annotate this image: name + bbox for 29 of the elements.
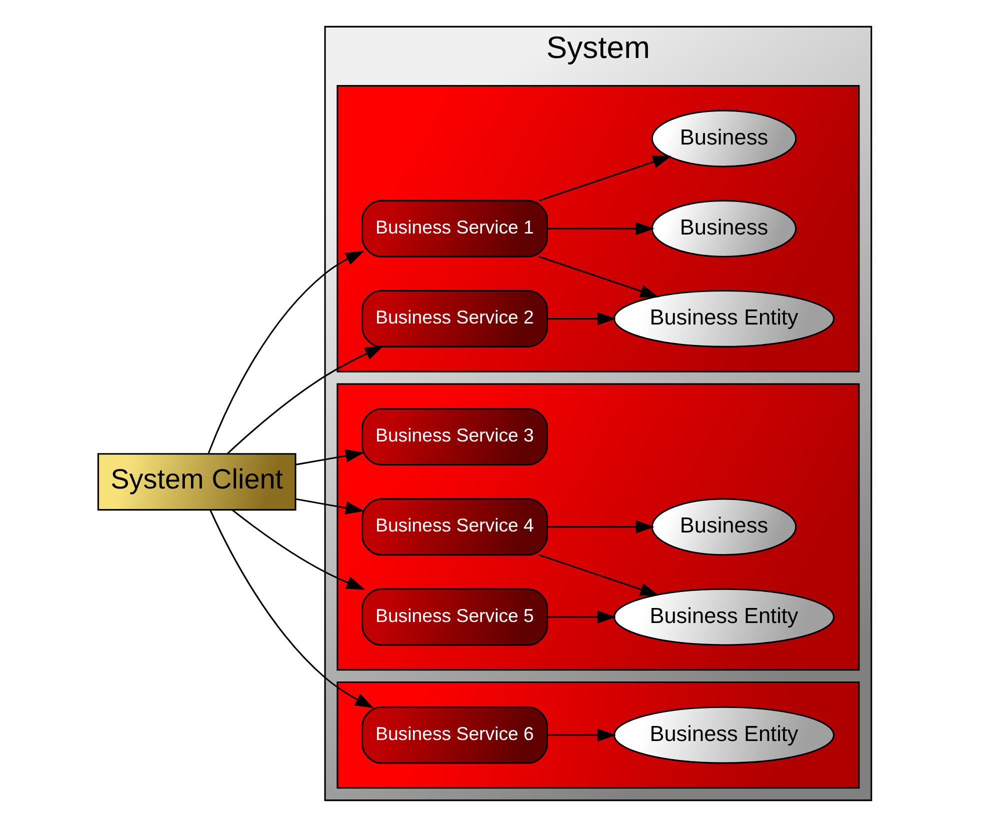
arrow (226, 346, 384, 454)
cluster (336, 681, 860, 789)
node-ellipse: Business (651, 200, 797, 258)
node-ellipse: Business Entity (613, 290, 835, 348)
arrow (548, 610, 616, 624)
arrow (296, 449, 364, 466)
arrow (296, 498, 364, 514)
arrow (548, 222, 654, 236)
arrow (232, 509, 366, 590)
arrow (210, 510, 374, 708)
arrow (208, 250, 364, 454)
node-ellipse: Business Entity (613, 588, 835, 646)
node-box: Business Service 3 (362, 408, 548, 466)
arrow (538, 156, 672, 202)
node-box: System Client (97, 453, 296, 511)
cluster (336, 383, 860, 671)
arrow (538, 256, 659, 298)
node-box: Business Service 4 (362, 498, 548, 556)
arrow (548, 728, 616, 742)
arrow (538, 554, 659, 596)
node-box: Business Service 1 (362, 200, 548, 258)
arrow (548, 520, 654, 534)
node-box: Business Service 5 (362, 588, 548, 646)
node-ellipse: Business Entity (613, 706, 835, 764)
cluster (336, 84, 860, 372)
arrow (548, 312, 616, 326)
node-ellipse: Business (651, 498, 797, 556)
node-box: Business Service 2 (362, 290, 548, 348)
node-box: Business Service 6 (362, 706, 548, 764)
